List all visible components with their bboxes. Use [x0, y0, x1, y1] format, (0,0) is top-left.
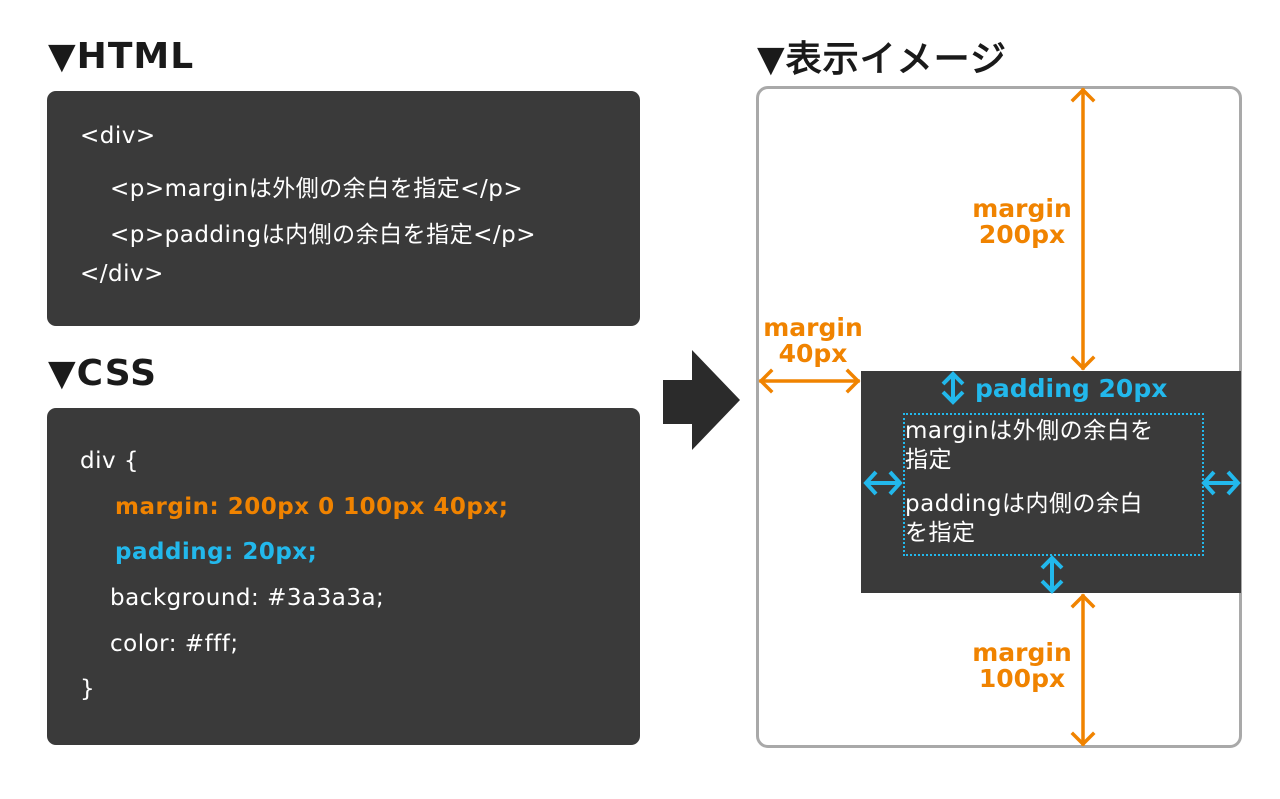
code-line: } [80, 676, 96, 702]
html-code-block: <div> <p>marginは外側の余白を指定</p> <p>paddingは… [47, 91, 640, 326]
padding-top-arrow-icon [941, 371, 965, 405]
label-line: 40px [778, 339, 848, 368]
padding-right-arrow-icon [1201, 470, 1241, 496]
display-heading: ▼表示イメージ [757, 39, 1007, 80]
label-line: margin [972, 194, 1072, 223]
text-line: marginは外側の余白を [905, 418, 1154, 444]
label-line: margin [972, 638, 1072, 667]
css-code-block: div { margin: 200px 0 100px 40px; paddin… [47, 408, 640, 745]
code-line: <div> [80, 123, 156, 149]
code-line-margin: margin: 200px 0 100px 40px; [115, 494, 509, 520]
paragraph-padding: paddingは内側の余白を指定 [905, 490, 1143, 548]
padding-left-arrow-icon [863, 470, 903, 496]
code-line-padding: padding: 20px; [115, 539, 318, 565]
paragraph-margin: marginは外側の余白を指定 [905, 417, 1154, 475]
div-box [861, 371, 1241, 593]
code-line: color: #fff; [110, 631, 239, 657]
css-heading: ▼CSS [48, 353, 158, 394]
margin-bottom-arrow-icon [1070, 593, 1096, 747]
text-line: 指定 [905, 447, 952, 473]
margin-left-arrow-icon [758, 368, 861, 394]
label-line: 200px [978, 220, 1066, 249]
label-line: margin [763, 313, 863, 342]
text-line: を指定 [905, 520, 976, 546]
code-line: background: #3a3a3a; [110, 585, 385, 611]
code-line: div { [80, 448, 140, 474]
padding-label: padding 20px [975, 374, 1168, 403]
code-line: </div> [80, 261, 164, 287]
padding-bottom-arrow-icon [1040, 555, 1064, 594]
html-heading: ▼HTML [48, 36, 195, 77]
code-line: <p>marginは外側の余白を指定</p> [110, 176, 524, 202]
text-line: paddingは内側の余白 [905, 491, 1143, 517]
label-line: 100px [978, 664, 1066, 693]
code-line: <p>paddingは内側の余白を指定</p> [110, 222, 536, 248]
margin-top-arrow-icon [1070, 87, 1096, 371]
